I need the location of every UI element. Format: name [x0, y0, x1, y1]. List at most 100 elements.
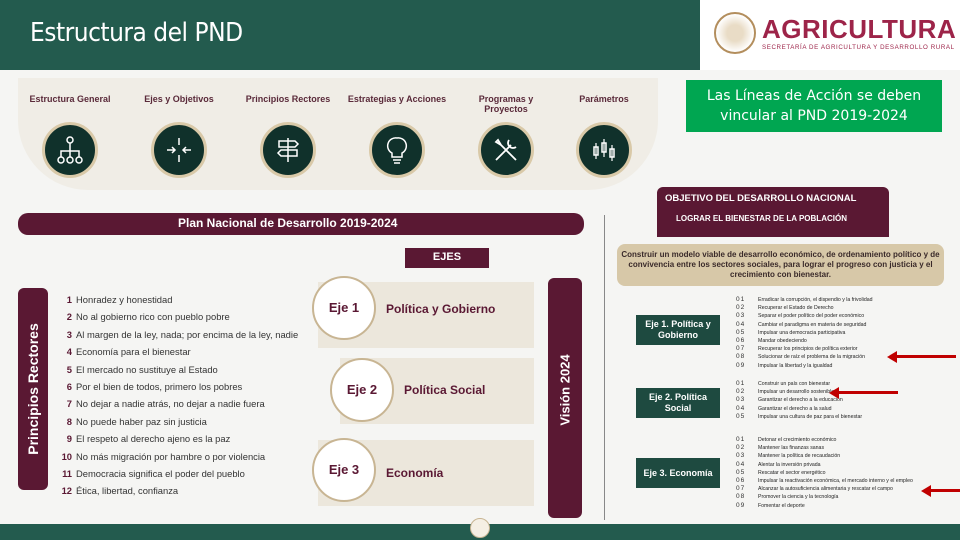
principle-text: Democracia significa el poder del pueblo: [76, 467, 245, 479]
seal-icon: [714, 12, 756, 54]
pnd-banner: Plan Nacional de Desarrollo 2019-2024: [18, 213, 584, 235]
principle-number: 5: [66, 363, 72, 375]
step-label: Estructura General: [29, 94, 111, 104]
principle-item: 4 Economía para el bienestar: [58, 343, 318, 360]
principle-text: El respeto al derecho ajeno es la paz: [76, 433, 231, 445]
arrow-shaft: [838, 391, 898, 394]
objective-text: Impulsar la reactivación económica, el m…: [758, 477, 913, 484]
objetivo-title: OBJETIVO DEL DESARROLLO NACIONAL: [665, 193, 857, 204]
group-label-eje-2: Eje 2. Política Social: [636, 388, 720, 418]
objective-text: Fomentar el deporte: [758, 502, 805, 509]
hierarchy-icon: [42, 122, 98, 178]
objective-number: 05: [736, 412, 746, 420]
brand-name: AGRICULTURA: [762, 14, 957, 44]
arrow-shaft: [896, 355, 956, 358]
objective-text: Construir un país con bienestar: [758, 381, 831, 387]
step-parametros: Parámetros: [554, 94, 654, 178]
principle-text: No al gobierno rico con pueblo pobre: [76, 311, 230, 323]
arrow-left-icon: [829, 387, 839, 399]
objective-item: 01 Construir un país con bienestar: [736, 380, 956, 388]
tools-icon: [478, 122, 534, 178]
objective-item: 06 Impulsar la reactivación económica, el…: [736, 477, 956, 485]
callout-note: Las Líneas de Acción se deben vincular a…: [686, 80, 942, 132]
group-label-eje-1: Eje 1. Política y Gobierno: [636, 315, 720, 345]
objective-text: Rescatar el sector energético: [758, 469, 826, 476]
objective-number: 09: [736, 501, 746, 509]
step-label: Estrategias y Acciones: [347, 94, 447, 104]
objective-number: 01: [736, 436, 746, 443]
principle-number: 8: [66, 415, 72, 427]
objective-number: 02: [736, 444, 746, 452]
step-label: Ejes y Objetivos: [144, 94, 214, 104]
objective-number: 05: [736, 328, 746, 336]
seal-icon: [470, 518, 490, 538]
step-label: Principios Rectores: [245, 94, 331, 104]
objective-number: 05: [736, 468, 746, 476]
lightbulb-icon: [369, 122, 425, 178]
step-programas-proyectos: Programas y Proyectos: [456, 94, 556, 178]
step-principios-rectores: Principios Rectores: [238, 94, 338, 178]
objective-item: 07 Alcanzar la autosuficiencia alimentari…: [736, 485, 956, 493]
objective-number: 07: [736, 345, 746, 353]
objective-item: 04 Alentar la inversión privada: [736, 461, 956, 469]
principle-number: 6: [66, 380, 72, 392]
principle-number: 4: [66, 346, 72, 358]
structure-steps: Estructura General Ejes y Objetivos Prin…: [18, 78, 658, 190]
objetivo-subtitle: LOGRAR EL BIENESTAR DE LA POBLACIÓN: [676, 214, 847, 223]
objective-number: 06: [736, 336, 746, 344]
eje-3-name: Economía: [386, 466, 444, 480]
slide-title: Estructura del PND: [30, 18, 243, 48]
objective-text: Impulsar una cultura de paz para el bien…: [758, 413, 863, 420]
objective-text: Impulsar una democracia participativa: [758, 329, 846, 336]
principle-text: Honradez y honestidad: [76, 294, 173, 305]
connector-line: [604, 215, 605, 520]
arrow-left-icon: [887, 351, 897, 363]
objective-number: 06: [736, 476, 746, 484]
objective-text: Separar el poder político del poder econ…: [758, 313, 865, 320]
group-label-eje-3: Eje 3. Economía: [636, 458, 720, 488]
objective-item: 09 Fomentar el deporte: [736, 502, 956, 510]
objective-text: Mantener las finanzas sanas: [758, 445, 825, 452]
objective-item: 02 Mantener las finanzas sanas: [736, 444, 956, 452]
objetivo-box: [657, 187, 889, 237]
principle-text: Economía para el bienestar: [76, 346, 191, 358]
objective-text: Garantizar el derecho a la salud: [758, 405, 832, 412]
principle-text: Al margen de la ley, nada; por encima de…: [76, 328, 299, 340]
objective-number: 07: [736, 485, 746, 493]
step-label: Parámetros: [579, 94, 629, 104]
vision-bar: [548, 278, 582, 518]
eje-1-circle: Eje 1: [312, 276, 376, 340]
principle-number: 1: [66, 294, 72, 305]
objective-number: 01: [736, 380, 746, 387]
construir-statement: Construir un modelo viable de desarrollo…: [617, 244, 944, 286]
objective-text: Solucionar de raíz el problema de la mig…: [758, 354, 865, 361]
objective-text: Alentar la inversión privada: [758, 461, 821, 468]
principle-text: No dejar a nadie atrás, no dejar a nadie…: [76, 398, 265, 410]
objective-number: 04: [736, 460, 746, 468]
eje-2-circle: Eje 2: [330, 358, 394, 422]
objective-text: Alcanzar la autosuficiencia alimentaria …: [758, 486, 893, 493]
eje-1-name: Política y Gobierno: [386, 302, 496, 316]
objective-text: Recuperar los principios de política ext…: [758, 346, 858, 353]
principle-text: Ética, libertad, confianza: [76, 485, 179, 497]
objective-text: Promover la ciencia y la tecnología: [758, 494, 839, 501]
